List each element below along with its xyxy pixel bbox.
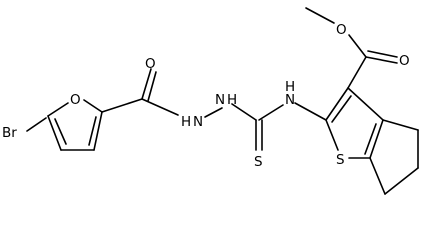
bond-c2-c3-inner bbox=[88, 116, 97, 146]
bond-thioc-nh3 bbox=[258, 104, 284, 121]
bond-c3a-c4 bbox=[382, 119, 419, 131]
bond-c3t-c3a bbox=[347, 87, 384, 121]
bond-ester-c-o bbox=[365, 56, 398, 64]
bond-carbonyl-o-double bbox=[147, 71, 157, 102]
structure-diagram: Br O O N H N H N H S S O O bbox=[2, 7, 419, 195]
bond-c2-carbonyl bbox=[101, 98, 143, 113]
atom-labels: Br O O N H N H N H S S O O bbox=[2, 22, 410, 170]
bond-s-c2t bbox=[325, 119, 339, 151]
bond-ester-c-o-double bbox=[367, 50, 398, 58]
bond-c3a-c6a-inner bbox=[364, 123, 377, 155]
atom-nh-1-h: H bbox=[181, 114, 191, 130]
bond-br-c5 bbox=[26, 117, 47, 132]
atom-ester-carbonyl-oxygen: O bbox=[399, 53, 410, 69]
bond-nh2-thioc bbox=[231, 103, 257, 121]
bond-nh1-nh2 bbox=[204, 107, 223, 118]
bond-c6-c6a bbox=[369, 157, 386, 195]
bond-oether-methyl bbox=[305, 7, 335, 24]
atom-bromine: Br bbox=[2, 125, 17, 141]
molecule-drawing: Br O O N H N H N H S S O O bbox=[2, 7, 419, 195]
bonds bbox=[26, 7, 419, 195]
bond-c2-c3 bbox=[93, 111, 103, 151]
atom-nh-1-n: N bbox=[193, 114, 203, 130]
atom-furan-oxygen: O bbox=[70, 92, 81, 108]
atom-ester-ether-oxygen: O bbox=[336, 22, 347, 38]
bond-o1-c2 bbox=[83, 99, 103, 113]
atom-thione-sulfur: S bbox=[254, 154, 263, 170]
atom-nh-3-n: N bbox=[285, 92, 295, 108]
atom-nh-2-n: N bbox=[215, 92, 225, 108]
bond-carbonyl-nh1 bbox=[141, 98, 179, 116]
bond-c3t-ester-c bbox=[347, 56, 367, 89]
atom-nh-2-h: H bbox=[227, 92, 237, 108]
bond-c2t-c3t bbox=[325, 87, 349, 121]
atom-nh-3-h: H bbox=[285, 79, 295, 95]
bond-carbonyl-o bbox=[141, 68, 152, 100]
bond-c5r-c6 bbox=[384, 167, 419, 195]
bond-nh3-c2t bbox=[294, 102, 327, 121]
bond-c4-c5-inner bbox=[54, 118, 67, 145]
bond-c4-c5 bbox=[47, 115, 62, 151]
bond-ester-c-oether bbox=[348, 34, 367, 58]
bond-c5-o1 bbox=[47, 102, 69, 117]
bond-c3a-c6a bbox=[369, 119, 384, 159]
atom-amide-oxygen: O bbox=[145, 56, 156, 72]
atom-thiophene-sulfur: S bbox=[336, 152, 345, 168]
bond-c2t-c3t-inner bbox=[331, 95, 352, 123]
